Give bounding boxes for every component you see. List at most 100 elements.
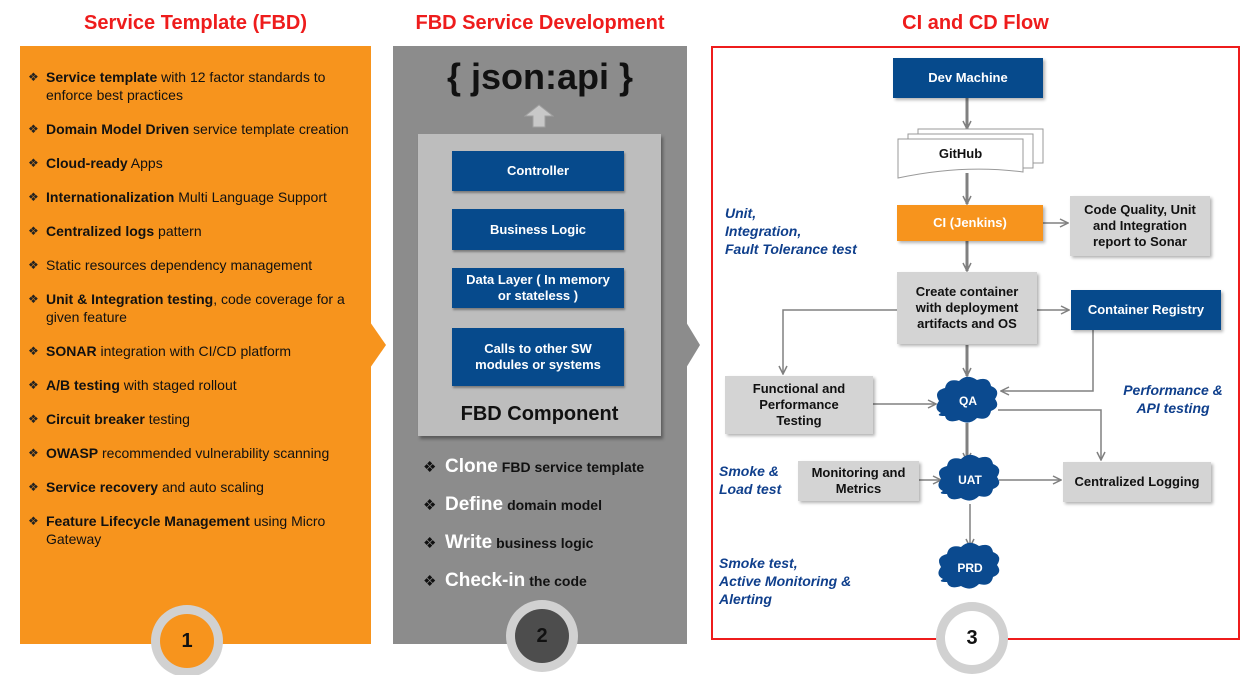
uat-label: UAT: [958, 473, 982, 487]
feature-text: Internationalization Multi Language Supp…: [46, 188, 327, 206]
step-1-badge: 1: [151, 605, 223, 675]
panel1-title: Service Template (FBD): [83, 12, 308, 34]
feature-text: Feature Lifecycle Management using Micro…: [46, 512, 364, 548]
feature-item: ❖ Static resources dependency management: [28, 256, 364, 274]
step-description: domain model: [507, 497, 602, 513]
feature-highlight: Service template: [46, 69, 158, 85]
panel2-title: FBD Service Development: [415, 12, 665, 34]
feature-text: Centralized logs pattern: [46, 222, 202, 240]
feature-text: Cloud-ready Apps: [46, 154, 163, 172]
note-smoke-monitoring: Smoke test, Active Monitoring & Alerting: [719, 555, 852, 607]
feature-highlight: Centralized logs: [46, 223, 155, 239]
note-unit-tests: Unit, Integration, Fault Tolerance test: [725, 205, 857, 257]
ci-cd-flow-panel: Dev Machine GitHub CI (Jenkins) Code Qua…: [711, 46, 1240, 640]
step-verb: Write: [445, 532, 493, 553]
prd-cloud-icon: [938, 542, 1000, 589]
feature-text: OWASP recommended vulnerability scanning: [46, 444, 329, 462]
arrow-container-to-functional: [783, 309, 897, 374]
panel1-chevron-arrow: [370, 322, 386, 368]
bullet-diamond-icon: ❖: [423, 497, 437, 514]
layer-business-logic: Business Logic: [452, 209, 624, 250]
feature-highlight: OWASP: [46, 445, 99, 461]
panel2-chevron-arrow: [686, 322, 700, 368]
feature-item: ❖ Feature Lifecycle Management using Micr…: [28, 512, 364, 548]
feature-item: ❖ Unit & Integration testing, code covera…: [28, 290, 364, 326]
feature-item: ❖ Internationalization Multi Language Sup…: [28, 188, 364, 206]
qa-cloud-icon: [936, 376, 998, 423]
feature-text: Service template with 12 factor standard…: [46, 68, 364, 104]
step-3-badge: 3: [936, 602, 1008, 674]
feature-highlight: Unit & Integration testing: [46, 291, 214, 307]
feature-description: pattern: [154, 223, 202, 239]
bullet-diamond-icon: ❖: [28, 224, 39, 238]
feature-description: using Micro Gateway: [46, 513, 326, 547]
feature-item: ❖SONAR integration with CI/CD platform: [28, 342, 364, 360]
feature-description: with staged rollout: [119, 377, 237, 393]
json-api-label: { json:api }: [446, 56, 634, 97]
layer-controller: Controller: [452, 151, 624, 191]
feature-text: A/B testing with staged rollout: [46, 376, 237, 394]
feature-highlight: Service recovery: [46, 479, 159, 495]
feature-description: , code coverage for a given feature: [46, 291, 345, 325]
feature-highlight: Feature Lifecycle Management: [46, 513, 250, 529]
monitoring-node: Monitoring and Metrics: [798, 461, 919, 501]
step-3-number: 3: [945, 611, 999, 665]
feature-highlight: Cloud-ready: [46, 155, 128, 171]
bullet-diamond-icon: ❖: [28, 446, 39, 460]
step-2-badge: 2: [506, 600, 578, 672]
feature-text: Circuit breaker testing: [46, 410, 190, 428]
feature-highlight: Domain Model Driven: [46, 121, 190, 137]
step-verb: Define: [445, 494, 504, 515]
bullet-diamond-icon: ❖: [423, 459, 437, 476]
bullet-diamond-icon: ❖: [423, 535, 437, 552]
bullet-diamond-icon: ❖: [28, 258, 39, 272]
feature-item: ❖ A/B testing with staged rollout: [28, 376, 364, 394]
fbd-component-label: FBD Component: [460, 403, 619, 425]
feature-description: Apps: [127, 155, 163, 171]
feature-item: ❖Service recovery and auto scaling: [28, 478, 364, 496]
bullet-diamond-icon: ❖: [28, 378, 39, 392]
github-node-label: GitHub: [938, 146, 983, 161]
feature-description: testing: [144, 411, 190, 427]
feature-item: ❖ OWASP recommended vulnerability scannin…: [28, 444, 364, 462]
feature-list: ❖ Service template with 12 factor standar…: [28, 68, 364, 548]
sonar-report-node: Code Quality, Unit and Integration repor…: [1070, 196, 1210, 256]
feature-item: ❖ Domain Model Driven service template cr…: [28, 120, 364, 138]
bullet-diamond-icon: ❖: [28, 292, 39, 306]
github-documents-icon: [897, 128, 1044, 179]
dev-machine-node: Dev Machine: [893, 58, 1043, 98]
create-container-node: Create container with deployment artifac…: [897, 272, 1037, 344]
bullet-diamond-icon: ❖: [28, 122, 39, 136]
bullet-diamond-icon: ❖: [28, 190, 39, 204]
container-registry-node: Container Registry: [1071, 290, 1221, 330]
feature-text: SONAR integration with CI/CD platform: [46, 342, 291, 360]
feature-text: Service recovery and auto scaling: [46, 478, 264, 496]
feature-description: Multi Language Support: [174, 189, 327, 205]
bullet-diamond-icon: ❖: [28, 156, 39, 170]
step-1-number: 1: [160, 614, 214, 668]
service-development-panel: { json:api } Controller Business Logic D…: [393, 46, 687, 644]
bullet-diamond-icon: ❖: [28, 514, 39, 528]
step-description: the code: [529, 573, 587, 589]
feature-item: ❖ Centralized logs pattern: [28, 222, 364, 240]
feature-description: service template creation: [189, 121, 349, 137]
feature-description: integration with CI/CD platform: [96, 343, 292, 359]
service-template-panel: ❖ Service template with 12 factor standar…: [20, 46, 371, 644]
step-description: business logic: [496, 535, 594, 551]
feature-highlight: SONAR: [46, 343, 97, 359]
layer-data: Data Layer ( In memory or stateless ): [452, 268, 624, 308]
feature-highlight: Circuit breaker: [46, 411, 145, 427]
feature-description: Static resources dependency management: [46, 257, 313, 273]
feature-item: ❖Circuit breaker testing: [28, 410, 364, 428]
feature-description: and auto scaling: [158, 479, 264, 495]
feature-text: Static resources dependency management: [46, 256, 312, 274]
feature-description: with 12 factor standards to enforce best…: [46, 69, 326, 103]
feature-item: ❖ Service template with 12 factor standar…: [28, 68, 364, 104]
bullet-diamond-icon: ❖: [28, 70, 39, 84]
arrow-qa-to-logging: [998, 409, 1101, 460]
layer-calls-other-modules: Calls to other SW modules or systems: [452, 328, 624, 386]
